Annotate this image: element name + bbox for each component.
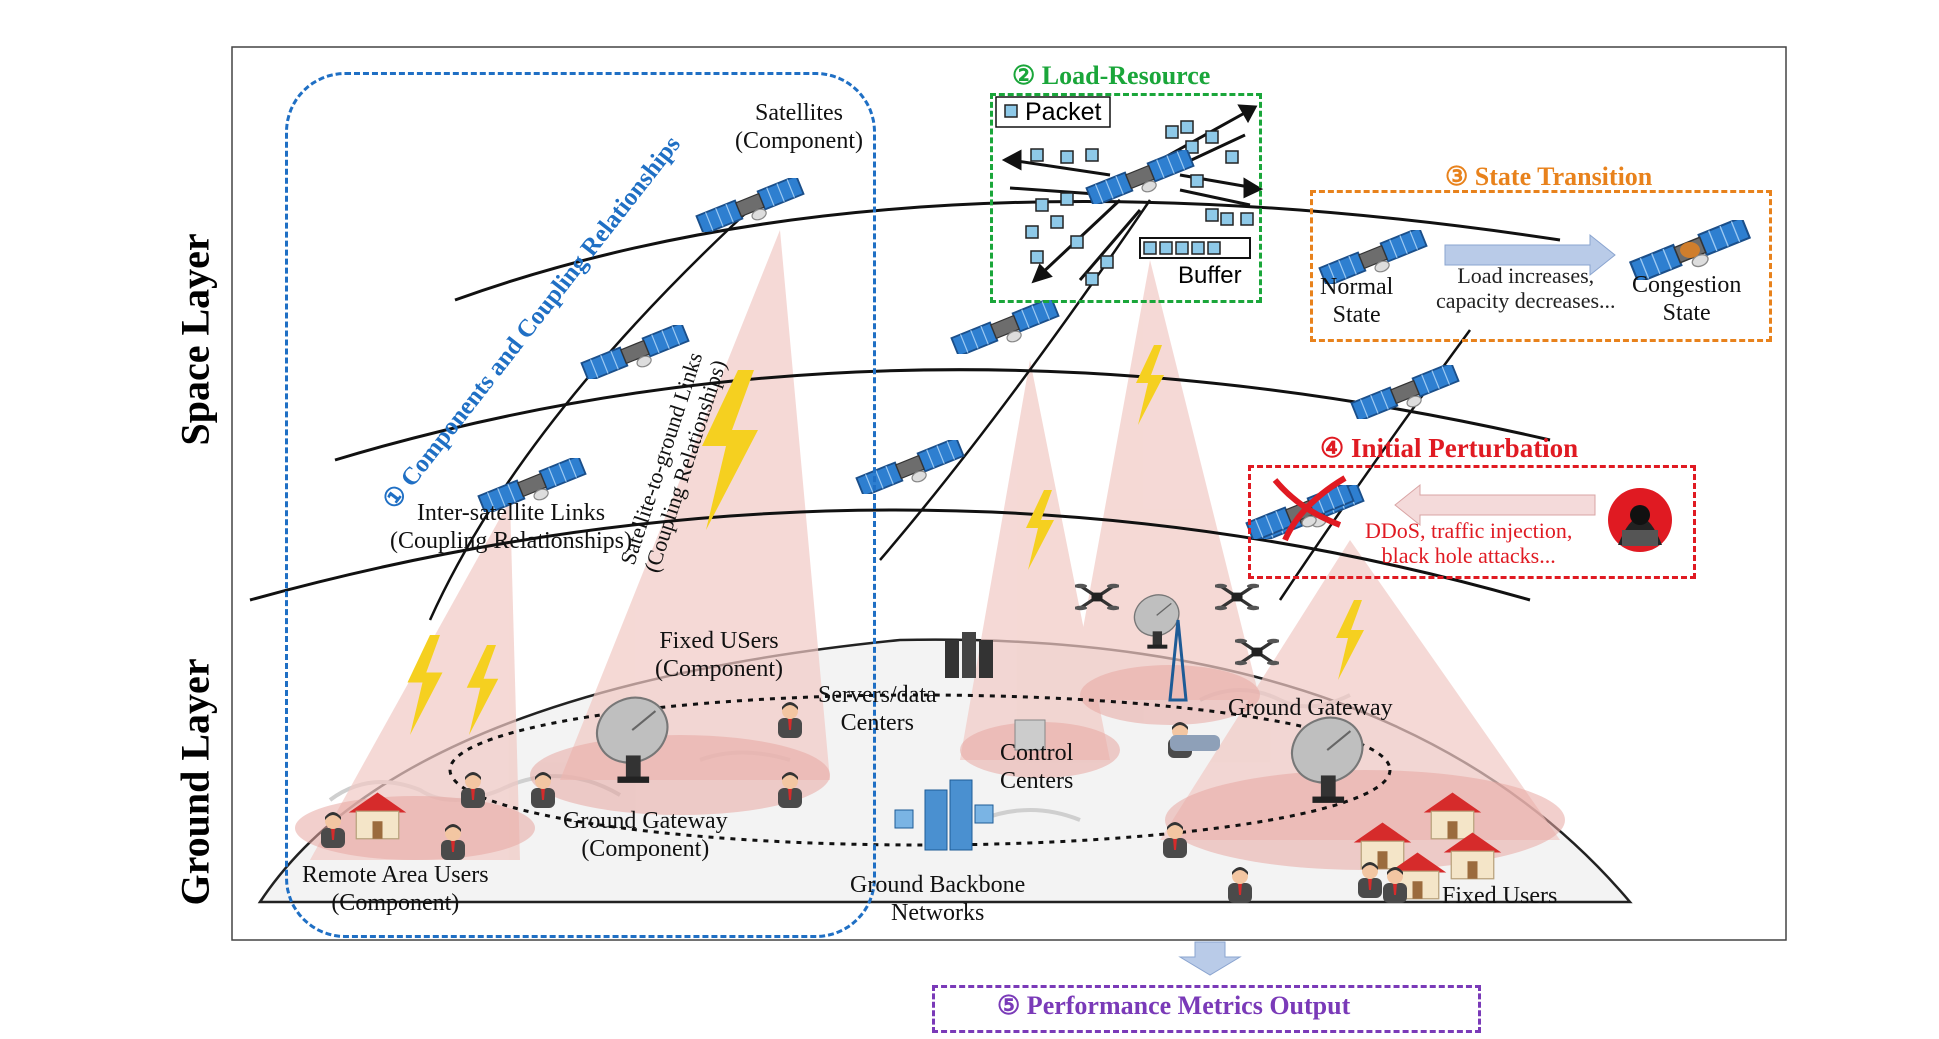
- load-resource-box: [990, 93, 1262, 303]
- components-boundary: [285, 72, 876, 938]
- state-transition-title: ③ State Transition: [1445, 162, 1653, 191]
- output-arrow: [1178, 941, 1242, 976]
- isl-label: Inter-satellite Links(Coupling Relations…: [390, 500, 632, 554]
- fixed-users-label: Fixed Users: [1442, 883, 1558, 909]
- outer-frame: [231, 46, 1787, 941]
- output-title: ⑤ Performance Metrics Output: [997, 991, 1351, 1020]
- attack-arrow: [1394, 483, 1596, 527]
- perturbation-title: ④ Initial Perturbation: [1320, 433, 1579, 463]
- state-transition-box: [1310, 190, 1772, 342]
- attack-cross: [1272, 475, 1347, 542]
- fixed-users-component-label: Fixed USers(Component): [655, 628, 783, 682]
- perturbation-box: [1248, 465, 1696, 579]
- ground-layer-label: Ground Layer: [172, 658, 218, 906]
- state-arrow-text: Load increases,capacity decreases...: [1436, 263, 1616, 314]
- backbone-ring: [448, 693, 1392, 847]
- buffer-label: Buffer: [1178, 262, 1242, 289]
- load-resource-title: ② Load-Resource: [1012, 61, 1211, 90]
- ground-gateway-label: Ground Gateway: [1228, 695, 1393, 721]
- congestion-satellite: [1629, 220, 1754, 280]
- ground-gateway-component-label: Ground Gateway(Component): [563, 808, 728, 862]
- attacks-label: DDoS, traffic injection,black hole attac…: [1365, 518, 1573, 569]
- hacker-icon: [1608, 488, 1672, 552]
- remote-users-label: Remote Area Users(Component): [302, 862, 489, 916]
- packet-label: Packet: [1025, 98, 1102, 126]
- satellites-label: Satellites(Component): [735, 100, 863, 154]
- state-arrow: [1444, 233, 1616, 277]
- ground-icons: [321, 582, 1502, 903]
- space-layer-label: Space Layer: [172, 233, 218, 446]
- output-box: [932, 985, 1481, 1033]
